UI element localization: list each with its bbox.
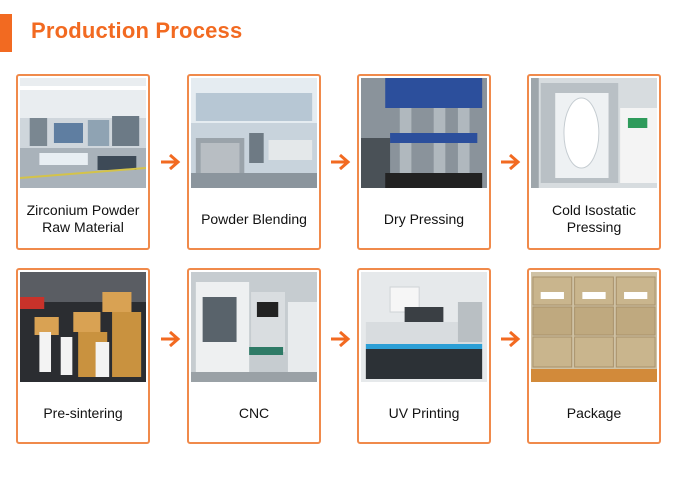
step-label: Package	[566, 404, 622, 421]
step-card-uv-printing: UV Printing	[357, 268, 491, 444]
arrow-right-icon	[329, 330, 351, 348]
step-label: Powder Blending	[201, 210, 307, 227]
step-label: Pre-sintering	[43, 404, 123, 421]
isostatic-press-photo	[531, 78, 657, 188]
step-card-raw-material: Zirconium Powder Raw Material	[16, 74, 150, 250]
step-label: UV Printing	[388, 404, 460, 421]
step-card-dry-pressing: Dry Pressing	[357, 74, 491, 250]
step-label: Cold Isostatic Pressing	[551, 202, 637, 235]
arrow-right-icon	[499, 153, 521, 171]
arrow-right-icon	[159, 330, 181, 348]
arrow-right-icon	[329, 153, 351, 171]
step-label: CNC	[238, 404, 270, 421]
step-card-pre-sintering: Pre-sintering	[16, 268, 150, 444]
step-card-cnc: CNC	[187, 268, 321, 444]
sintering-workers-photo	[20, 272, 146, 382]
uv-printer-photo	[361, 272, 487, 382]
step-card-powder-blending: Powder Blending	[187, 74, 321, 250]
step-label: Zirconium Powder Raw Material	[26, 202, 140, 235]
step-card-cold-isostatic: Cold Isostatic Pressing	[527, 74, 661, 250]
arrow-right-icon	[159, 153, 181, 171]
factory-hall-photo	[20, 78, 146, 188]
press-machine-photo	[361, 78, 487, 188]
title-accent-bar	[0, 14, 12, 52]
boxes-on-pallet-photo	[531, 272, 657, 382]
page-title: Production Process	[31, 18, 243, 43]
blending-machine-photo	[191, 78, 317, 188]
step-card-package: Package	[527, 268, 661, 444]
arrow-right-icon	[499, 330, 521, 348]
step-label: Dry Pressing	[383, 210, 465, 227]
cnc-machine-photo	[191, 272, 317, 382]
